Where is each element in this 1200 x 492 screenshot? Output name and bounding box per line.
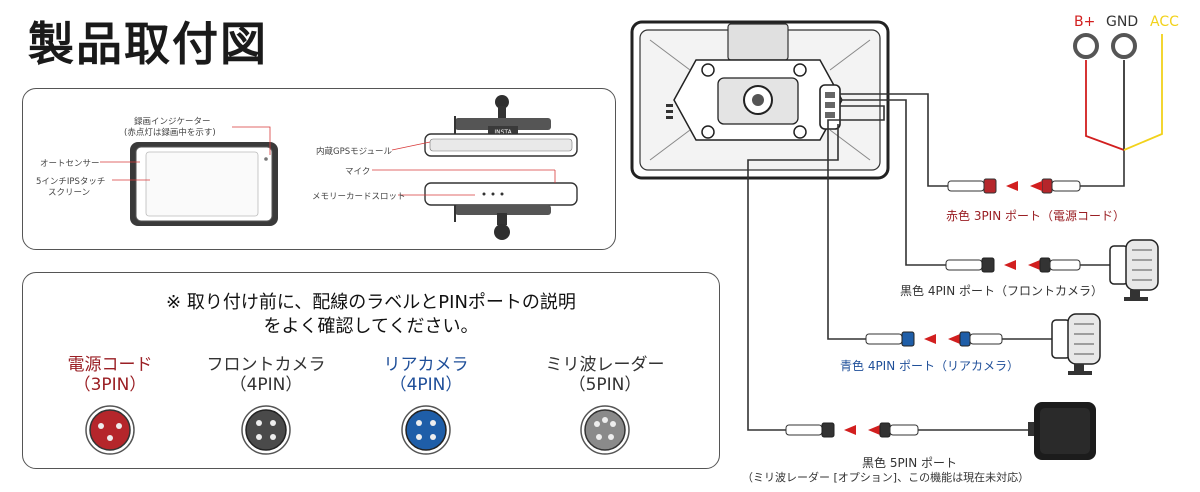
plug-pair-radar [785,422,919,438]
gnd-label: GND [1106,14,1139,30]
touchscreen-label: 5インチIPSタッチ [36,177,106,187]
note-line-2: をよく確認してください。 [263,316,479,337]
connector-pins-power: （3PIN） [73,375,147,395]
radar-module-icon [1028,402,1096,460]
touchscreen-sub-label: スクリーン [48,188,91,198]
rear-camera-icon [1051,313,1101,375]
connector-name-power: 電源コード [67,355,153,375]
port-label-power: 赤色 3PIN ポート（電源コード） [946,209,1126,223]
plug-pair-rear [865,331,1003,347]
connector-pins-front: （4PIN） [229,375,303,395]
connector-note-panel [22,272,720,469]
device-overview-panel [22,88,616,250]
connector-icon-power [85,405,135,455]
memory-slot-label: メモリーカードスロット [312,192,406,202]
gps-label: 内蔵GPSモジュール [316,147,393,157]
mic-label: マイク [345,167,371,177]
note-line-1: ※ 取り付け前に、配線のラベルとPINポートの説明 [166,292,576,313]
power-wires [1085,34,1163,151]
auto-sensor-label: オートセンサー [40,159,100,169]
port-label-front: 黒色 4PIN ポート（フロントカメラ） [900,284,1104,298]
connector-pins-radar: （5PIN） [568,375,642,395]
connector-icon-front [241,405,291,455]
device-side-bottom [424,182,578,240]
connector-name-rear: リアカメラ [383,355,469,375]
front-leader-lines [100,126,271,181]
connector-name-front: フロントカメラ [206,355,326,375]
plug-pair-power [947,178,1081,194]
connector-name-radar: ミリ波レーダー [545,355,665,375]
connector-pins-rear: （4PIN） [389,375,463,395]
main-unit-rear [630,20,890,180]
indicator-label: 録画インジケーター [134,117,211,127]
connector-icon-radar [580,405,630,455]
wire-bundle [747,93,1125,431]
svg-text:INSTA: INSTA [494,129,512,136]
ring-terminals [1073,33,1137,59]
device-front-view [130,142,278,226]
port-label-radar-note: （ミリ波レーダー [オプション]、この機能は現在未対応） [742,471,1030,484]
indicator-sub-label: (赤点灯は録画中を示す) [124,128,216,138]
page-title: 製品取付図 [28,17,268,71]
front-camera-icon [1109,239,1159,301]
port-label-rear: 青色 4PIN ポート（リアカメラ） [840,359,1020,373]
connector-icon-rear [401,405,451,455]
port-label-radar: 黒色 5PIN ポート [862,456,958,470]
side-leader-lines [372,141,556,196]
acc-label: ACC [1150,14,1179,30]
device-side-top: INSTA [424,95,578,157]
bplus-label: B+ [1074,14,1096,30]
plug-pair-front [945,257,1081,273]
